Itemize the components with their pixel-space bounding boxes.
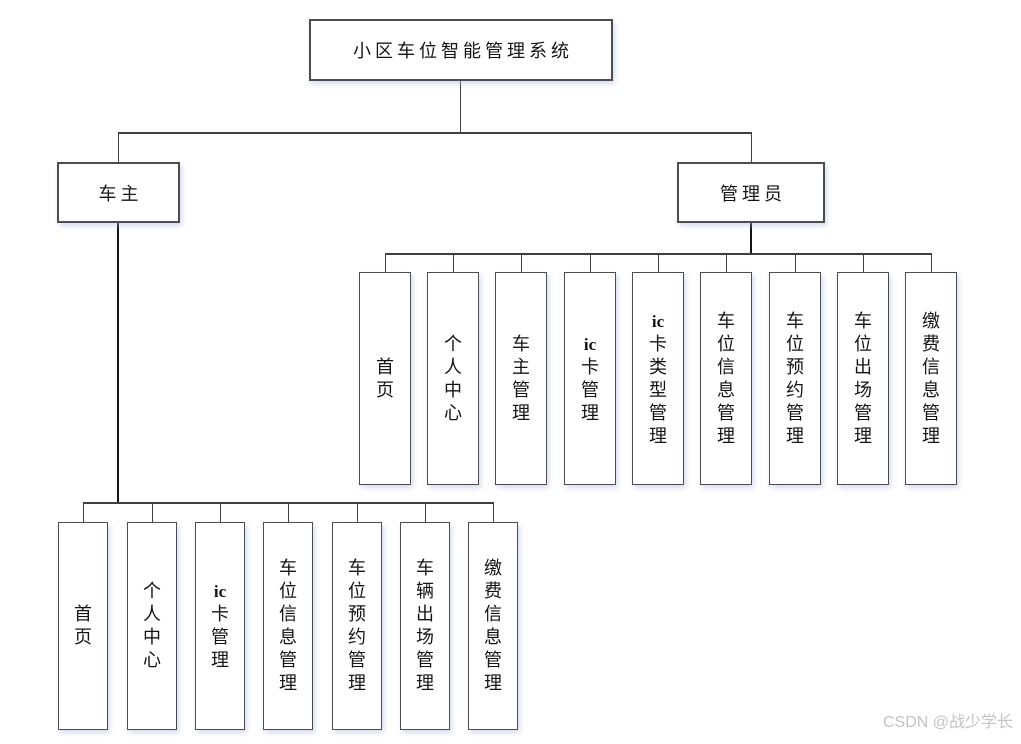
node-admin: 管理员 [677,162,825,223]
node-owner-child-personal-center: 个人中心 [127,522,177,730]
node-owner-label: 车主 [98,183,143,204]
node-admin-child-home: 首页 [359,272,411,485]
connector-owner-child-drop [357,502,358,522]
node-owner-child-payment-info-mgmt: 缴费信息管理 [468,522,518,730]
connector-owner-child-drop [152,502,153,522]
node-owner-child-space-info-mgmt: 车位信息管理 [263,522,313,730]
connector-admin-child-drop [658,253,659,272]
node-admin-child-payment-info-mgmt: 缴费信息管理 [905,272,957,485]
node-owner-child-space-booking-mgmt: 车位预约管理 [332,522,382,730]
connector-admin-stem [750,223,752,254]
node-admin-child-space-info-mgmt: 车位信息管理 [700,272,752,485]
connector-admin-child-drop [385,253,386,272]
node-owner-child-vehicle-exit-mgmt: 车辆出场管理 [400,522,450,730]
node-owner-child-home: 首页 [58,522,108,730]
connector-root-stem [460,81,461,133]
connector-admin-child-drop [726,253,727,272]
csdn-watermark: CSDN @战少学长 [882,714,1013,731]
connector-admin-child-drop [795,253,796,272]
node-admin-child-owner-mgmt: 车主管理 [495,272,547,485]
node-admin-child-space-exit-mgmt: 车位出场管理 [837,272,889,485]
node-admin-label: 管理员 [720,183,786,204]
connector-admin-child-drop [863,253,864,272]
connector-owner-child-drop [83,502,84,522]
connector-admin-child-drop [590,253,591,272]
connector-admin-child-drop [521,253,522,272]
connector-owner-child-drop [425,502,426,522]
connector-owner-drop [118,132,119,162]
connector-admin-child-drop [931,253,932,272]
node-root-label: 小区车位智能管理系统 [353,41,573,61]
connector-admin-drop [751,132,752,162]
connector-admin-child-drop [453,253,454,272]
node-root: 小区车位智能管理系统 [309,19,613,81]
node-admin-child-personal-center: 个人中心 [427,272,479,485]
node-owner: 车主 [57,162,180,223]
connector-owner-stem [117,223,119,503]
connector-level1-bus [118,132,752,134]
node-admin-child-space-booking-mgmt: 车位预约管理 [769,272,821,485]
connector-owner-child-drop [493,502,494,522]
connector-owner-child-drop [220,502,221,522]
connector-owner-child-drop [288,502,289,522]
